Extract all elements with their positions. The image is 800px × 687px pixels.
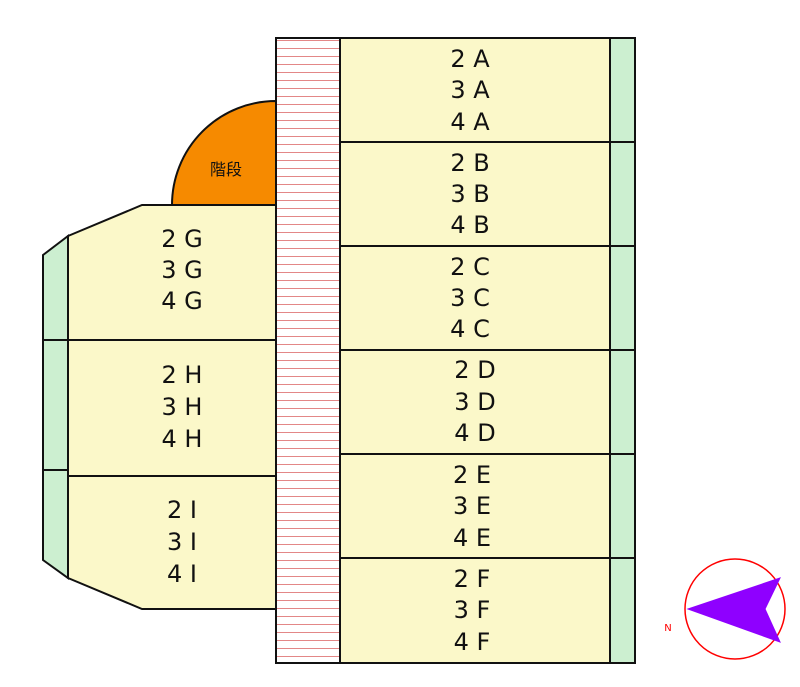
unit-label-4c: 4 C bbox=[450, 315, 490, 343]
unit-label-2h: 2 H bbox=[162, 361, 203, 389]
unit-label-3g: 3 G bbox=[161, 256, 203, 284]
balcony-f bbox=[609, 557, 636, 664]
balcony-e bbox=[609, 453, 636, 559]
unit-label-2f: 2 F bbox=[454, 565, 491, 593]
unit-label-3c: 3 C bbox=[450, 284, 490, 312]
compass-ring bbox=[684, 558, 786, 660]
unit-label-2c: 2 C bbox=[450, 253, 490, 281]
unit-label-4h: 4 H bbox=[162, 425, 203, 453]
unit-room-f bbox=[339, 557, 611, 664]
unit-room-h bbox=[67, 339, 277, 477]
unit-label-4e: 4 E bbox=[453, 524, 491, 552]
balcony-d bbox=[609, 349, 636, 455]
unit-label-3i: 3 I bbox=[167, 528, 197, 556]
balcony-c bbox=[609, 245, 636, 351]
balcony-g bbox=[42, 233, 69, 341]
unit-room-b bbox=[339, 141, 611, 247]
unit-label-4f: 4 F bbox=[454, 628, 491, 656]
north-label: N bbox=[664, 623, 671, 634]
balcony-a bbox=[609, 37, 636, 143]
unit-label-4i: 4 I bbox=[167, 560, 197, 588]
unit-label-3e: 3 E bbox=[453, 492, 491, 520]
unit-label-3b: 3 B bbox=[450, 180, 489, 208]
stairs-area bbox=[170, 99, 277, 206]
unit-label-4d: 4 D bbox=[454, 419, 495, 447]
unit-label-2i: 2 I bbox=[167, 496, 197, 524]
unit-label-3a: 3 A bbox=[450, 76, 490, 104]
unit-label-3h: 3 H bbox=[162, 393, 203, 421]
unit-label-4g: 4 G bbox=[161, 287, 203, 315]
north-arrow-icon bbox=[686, 577, 781, 643]
balcony-i bbox=[42, 469, 69, 580]
unit-label-2b: 2 B bbox=[450, 149, 489, 177]
stairs-label: 階段 bbox=[210, 160, 242, 179]
unit-label-3f: 3 F bbox=[454, 596, 491, 624]
unit-label-2d: 2 D bbox=[454, 356, 495, 384]
unit-label-2g: 2 G bbox=[161, 225, 203, 253]
unit-label-3d: 3 D bbox=[454, 388, 495, 416]
corridor bbox=[275, 37, 341, 664]
unit-label-4b: 4 B bbox=[450, 211, 489, 239]
unit-label-4a: 4 A bbox=[450, 108, 490, 136]
balcony-b bbox=[609, 141, 636, 247]
unit-label-2e: 2 E bbox=[453, 461, 491, 489]
balcony-h bbox=[42, 339, 69, 471]
unit-label-2a: 2 A bbox=[450, 45, 490, 73]
